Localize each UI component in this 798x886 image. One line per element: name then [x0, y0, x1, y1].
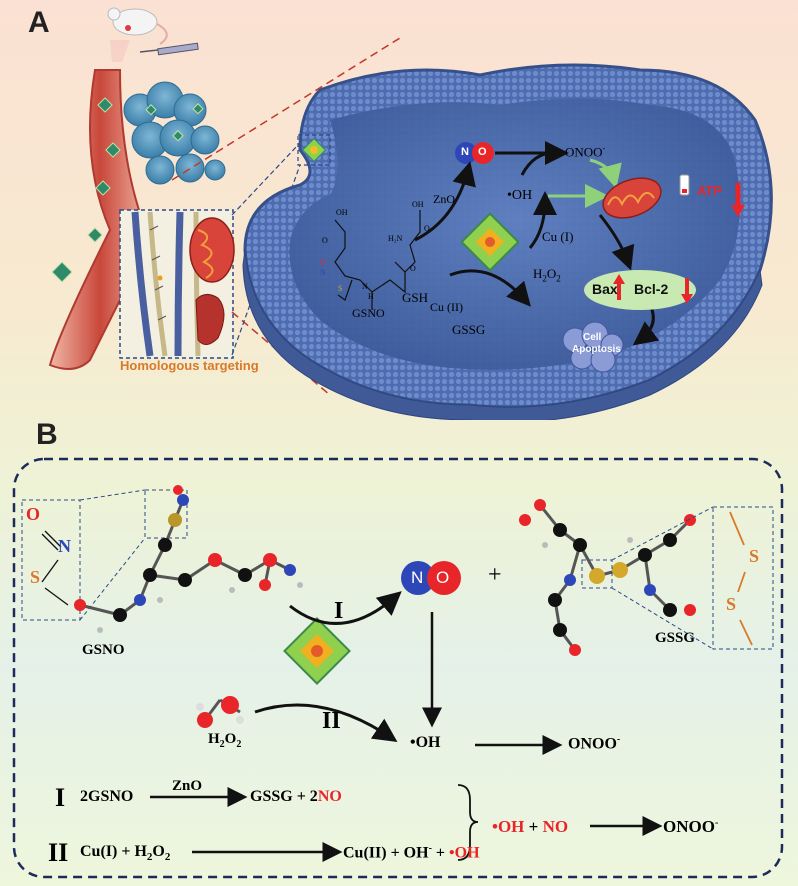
nanoparticle-b — [283, 617, 351, 685]
eq2-rhs: Cu(II) + OH- + •OH — [343, 843, 480, 862]
onoo-label-a: ONOO- — [565, 144, 606, 160]
route-1-label: I — [334, 598, 344, 624]
mitochondrion-icon — [602, 177, 662, 219]
oh-label-b: •OH — [410, 734, 441, 751]
struct-label-oh2: OH — [412, 200, 424, 209]
zno-label-a: ZnO — [433, 192, 455, 206]
result-product: ONOO- — [663, 817, 719, 836]
panel-b-border — [12, 457, 784, 879]
cu1-label-a: Cu (I) — [542, 229, 574, 244]
bax-bcl2-ellipse — [584, 270, 696, 310]
panel-b-letter: B — [36, 418, 58, 451]
mouse-icon — [107, 7, 168, 45]
struct-label-o2: O — [424, 224, 430, 233]
panel-a-artwork — [48, 7, 773, 420]
no-molecule-icon — [455, 142, 494, 164]
eq1-rhs: GSSG + 2NO — [250, 788, 342, 805]
gsno-ball-stick — [79, 499, 291, 617]
zoom-n-label: N — [58, 536, 71, 556]
h2o2-label-a: H2O2 — [533, 266, 561, 284]
zoom-s1-label: S — [749, 546, 760, 566]
eq1-catalyst: ZnO — [172, 778, 203, 794]
gsno-label-a: GSNO — [352, 306, 385, 320]
homologous-targeting-label: Homologous targeting — [120, 358, 259, 373]
eq2-lhs: Cu(I) + H2O2 — [80, 843, 171, 864]
struct-label-oh1: OH — [336, 208, 348, 217]
cu2-label-a: Cu (II) — [430, 300, 463, 314]
bcl2-label: Bcl-2 — [634, 281, 669, 297]
gssg-label-a: GSSG — [452, 322, 486, 337]
struct-label-o3: O — [320, 258, 326, 267]
struct-label-n: N — [320, 268, 326, 277]
no-n-label-a: N — [461, 146, 469, 158]
panel-a-letter: A — [28, 6, 50, 39]
route-2-label: II — [322, 708, 341, 734]
nanoparticle-center — [460, 212, 520, 272]
atp-battery-icon — [679, 174, 690, 196]
nanoparticle-small — [301, 137, 327, 163]
h2o2-molecule — [196, 696, 244, 728]
bcl2-down-arrow — [681, 278, 693, 304]
struct-label-hn: N — [362, 282, 368, 291]
eq1-number: I — [55, 783, 66, 812]
struct-label-nh: H — [368, 292, 374, 301]
gsh-label-a: GSH — [402, 290, 429, 305]
struct-label-s: S — [338, 284, 343, 293]
result-equation: •OH + NO — [492, 817, 569, 836]
zoom-o-label: O — [26, 504, 41, 524]
gsno-structure — [334, 210, 421, 310]
struct-label-o1: O — [322, 236, 328, 245]
reaction-arrows — [414, 141, 660, 346]
gssg-label-b: GSSG — [655, 630, 696, 646]
membrane-particle-box — [297, 134, 331, 166]
onoo-label-b: ONOO- — [568, 734, 621, 753]
gssg-ball-stick — [538, 504, 692, 651]
struct-label-nh2: H₂N — [388, 234, 403, 243]
zoom-s2-label: S — [726, 594, 737, 614]
apoptosis-label-1: Cell — [583, 332, 602, 343]
atp-label: ATP — [697, 183, 723, 198]
zoom-s-label: S — [30, 567, 41, 587]
tumor-cluster — [123, 81, 226, 185]
h2o2-label-b: H2O2 — [208, 731, 242, 750]
no-o-label-b: O — [436, 568, 450, 587]
struct-label-o4: O — [410, 264, 416, 273]
apoptosis-label-2: Apoptosis — [572, 344, 621, 355]
no-o-label-a: O — [478, 146, 487, 158]
bax-label: Bax — [592, 281, 618, 297]
oh-label-a: •OH — [507, 188, 533, 203]
eq2-number: II — [48, 838, 69, 867]
mitochondria-inset — [189, 217, 235, 345]
atp-down-arrow — [731, 183, 745, 217]
syringe-icon — [139, 42, 199, 56]
no-n-label-b: N — [411, 568, 424, 587]
eq1-lhs: 2GSNO — [80, 788, 134, 805]
bax-up-arrow — [613, 274, 625, 300]
apoptotic-cell-icon — [562, 321, 624, 373]
gsno-label-b: GSNO — [82, 642, 125, 658]
no-molecule-b — [401, 561, 461, 595]
plus-label: + — [488, 562, 502, 588]
